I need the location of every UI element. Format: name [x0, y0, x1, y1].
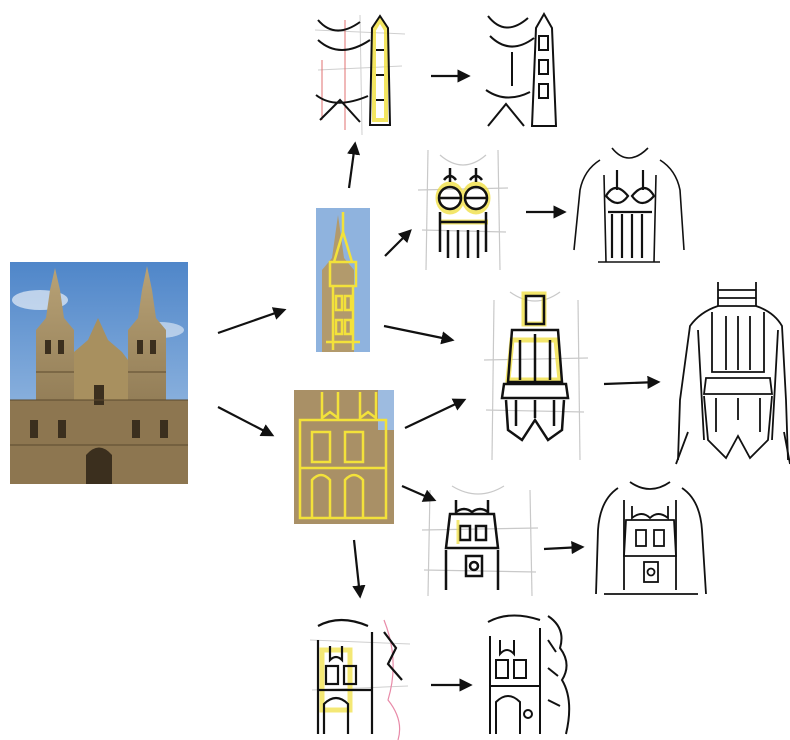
- arrow-facade-to-bodysuit: [404, 398, 467, 429]
- arrow-tower-to-bodysuit: [383, 324, 455, 345]
- sketch-bottom-final: [484, 610, 576, 738]
- arrow-photo-to-facade: [217, 406, 275, 437]
- sketch-bustier-overlay: [417, 149, 509, 271]
- sketch-bodysuit-overlay: [483, 291, 589, 461]
- sketch-bottom-overlay: [308, 612, 412, 740]
- facade-detail: [294, 390, 394, 524]
- arrow-tower-to-top: [347, 141, 361, 189]
- arrow-facade-to-bottom: [352, 539, 366, 599]
- arrow-corset-to-final: [543, 540, 585, 555]
- sketch-corset-overlay: [421, 485, 539, 597]
- sketch-top-final: [484, 11, 568, 130]
- sketch-corset-final: [595, 481, 707, 595]
- arrow-photo-to-tower: [217, 307, 287, 335]
- cathedral-photo: [10, 262, 188, 484]
- arrow-facade-to-corset: [401, 484, 437, 502]
- sketch-top-overlay: [313, 14, 407, 136]
- sketch-bustier-final: [573, 147, 685, 263]
- sketch-bodysuit-final: [675, 282, 790, 465]
- tower-detail: [316, 208, 370, 352]
- arrow-tower-to-bustier: [384, 229, 412, 257]
- arrow-bodysuit-to-final: [603, 375, 661, 389]
